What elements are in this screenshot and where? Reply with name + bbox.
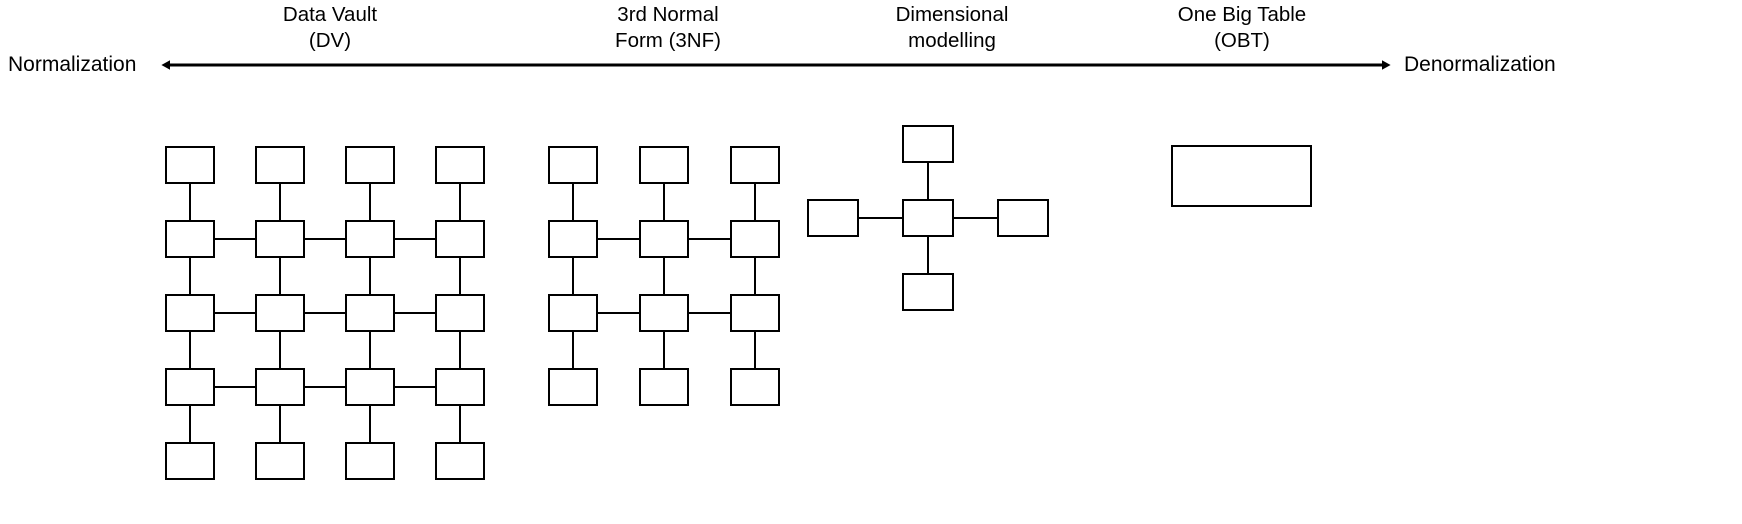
- data-vault-horizontal-connector: [215, 311, 255, 315]
- third-normal-form-table-box: [639, 146, 689, 184]
- data-vault-horizontal-connector: [305, 237, 345, 241]
- data-vault-horizontal-connector: [215, 385, 255, 389]
- third-normal-form-table-box: [548, 146, 598, 184]
- dimensional-vertical-connector: [926, 163, 930, 199]
- data-vault-table-box: [345, 220, 395, 258]
- data-vault-table-box: [165, 368, 215, 406]
- data-vault-vertical-connector: [368, 332, 372, 368]
- data-vault-vertical-connector: [368, 258, 372, 294]
- data-vault-table-box: [435, 368, 485, 406]
- spectrum-double-arrow-icon: [161, 60, 1391, 70]
- data-vault-table-box: [345, 442, 395, 480]
- data-vault-table-box: [255, 442, 305, 480]
- third-normal-form-horizontal-connector: [689, 237, 730, 241]
- data-vault-table-box: [165, 442, 215, 480]
- third-normal-form-vertical-connector: [571, 258, 575, 294]
- data-vault-vertical-connector: [458, 258, 462, 294]
- axis-label-denormalization: Denormalization: [1404, 53, 1556, 76]
- data-vault-vertical-connector: [278, 406, 282, 442]
- dimensional-dimension-box: [997, 199, 1049, 237]
- data-vault-table-box: [165, 146, 215, 184]
- data-vault-table-box: [435, 294, 485, 332]
- data-vault-vertical-connector: [458, 184, 462, 220]
- third-normal-form-table-box: [548, 368, 598, 406]
- column-title-data-vault: Data Vault (DV): [282, 3, 378, 52]
- data-vault-table-box: [165, 294, 215, 332]
- third-normal-form-vertical-connector: [753, 332, 757, 368]
- third-normal-form-table-box: [548, 294, 598, 332]
- column-title-third-normal-form: 3rd Normal Form (3NF): [615, 3, 721, 52]
- third-normal-form-vertical-connector: [571, 184, 575, 220]
- data-vault-horizontal-connector: [395, 237, 435, 241]
- third-normal-form-table-box: [548, 220, 598, 258]
- data-vault-vertical-connector: [188, 184, 192, 220]
- axis-label-normalization: Normalization: [8, 53, 137, 76]
- third-normal-form-table-box: [639, 294, 689, 332]
- data-vault-vertical-connector: [278, 258, 282, 294]
- data-vault-table-box: [255, 146, 305, 184]
- dimensional-dimension-box: [902, 125, 954, 163]
- third-normal-form-vertical-connector: [662, 332, 666, 368]
- data-vault-table-box: [435, 220, 485, 258]
- third-normal-form-vertical-connector: [753, 258, 757, 294]
- one-big-table-box: [1171, 145, 1312, 207]
- data-vault-table-box: [165, 220, 215, 258]
- data-vault-vertical-connector: [188, 258, 192, 294]
- data-vault-table-box: [255, 368, 305, 406]
- data-vault-horizontal-connector: [395, 311, 435, 315]
- third-normal-form-horizontal-connector: [598, 311, 639, 315]
- third-normal-form-table-box: [730, 294, 780, 332]
- data-vault-table-box: [345, 294, 395, 332]
- dimensional-dimension-box: [902, 273, 954, 311]
- data-vault-horizontal-connector: [215, 237, 255, 241]
- third-normal-form-horizontal-connector: [689, 311, 730, 315]
- data-vault-vertical-connector: [458, 406, 462, 442]
- data-vault-table-box: [255, 220, 305, 258]
- third-normal-form-vertical-connector: [571, 332, 575, 368]
- third-normal-form-horizontal-connector: [598, 237, 639, 241]
- third-normal-form-table-box: [639, 220, 689, 258]
- dimensional-dimension-box: [807, 199, 859, 237]
- data-vault-vertical-connector: [278, 184, 282, 220]
- data-vault-vertical-connector: [188, 332, 192, 368]
- data-vault-horizontal-connector: [395, 385, 435, 389]
- data-vault-vertical-connector: [368, 184, 372, 220]
- column-title-one-big-table: One Big Table (OBT): [1177, 3, 1307, 52]
- data-vault-vertical-connector: [188, 406, 192, 442]
- third-normal-form-vertical-connector: [662, 184, 666, 220]
- data-vault-table-box: [345, 368, 395, 406]
- data-vault-horizontal-connector: [305, 311, 345, 315]
- third-normal-form-table-box: [730, 220, 780, 258]
- third-normal-form-table-box: [730, 146, 780, 184]
- third-normal-form-vertical-connector: [753, 184, 757, 220]
- dimensional-horizontal-connector: [954, 216, 997, 220]
- data-vault-table-box: [435, 146, 485, 184]
- data-vault-table-box: [255, 294, 305, 332]
- data-vault-vertical-connector: [458, 332, 462, 368]
- data-vault-horizontal-connector: [305, 385, 345, 389]
- data-vault-table-box: [345, 146, 395, 184]
- column-title-dimensional-modelling: Dimensional modelling: [895, 3, 1009, 52]
- third-normal-form-table-box: [730, 368, 780, 406]
- dimensional-vertical-connector: [926, 237, 930, 273]
- dimensional-fact-box: [902, 199, 954, 237]
- third-normal-form-vertical-connector: [662, 258, 666, 294]
- data-vault-table-box: [435, 442, 485, 480]
- dimensional-horizontal-connector: [859, 216, 902, 220]
- data-vault-vertical-connector: [278, 332, 282, 368]
- data-vault-vertical-connector: [368, 406, 372, 442]
- third-normal-form-table-box: [639, 368, 689, 406]
